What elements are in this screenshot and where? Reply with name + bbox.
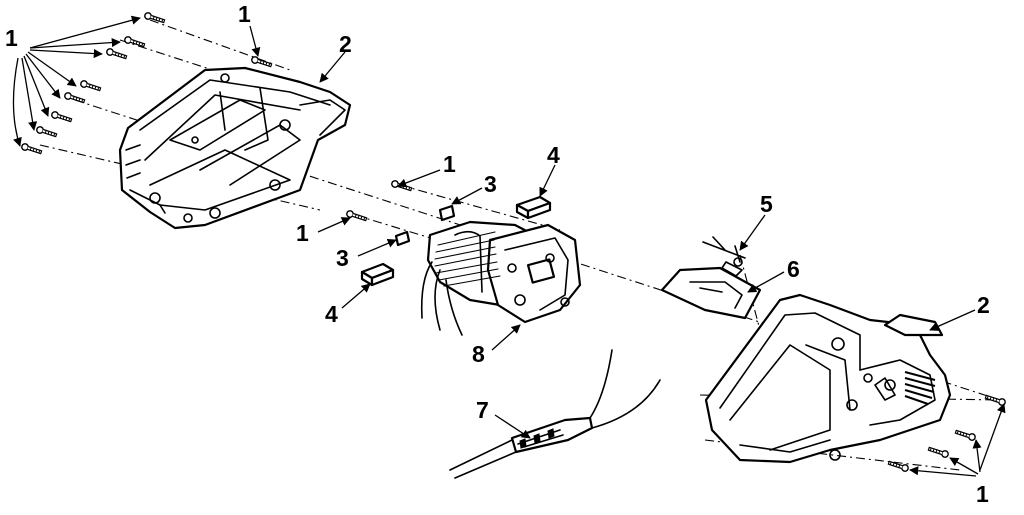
motor-assembly <box>420 220 582 336</box>
callout-2-left-housing: 2 <box>339 31 352 57</box>
callout-5-switch: 5 <box>760 191 773 217</box>
callout-4-upper-brush: 4 <box>547 142 560 168</box>
callout-8-motor: 8 <box>472 341 485 367</box>
callout-6-switch-plate: 6 <box>787 256 800 282</box>
callout-labels: 1 1 2 1 3 4 1 3 4 8 5 6 2 7 1 <box>5 1 990 507</box>
callout-1-motor-screw-upper: 1 <box>443 151 456 177</box>
callout-2-right-housing: 2 <box>977 292 990 318</box>
right-housing-half <box>704 293 952 464</box>
leader-lines <box>12 15 1006 477</box>
left-housing-half <box>118 66 352 230</box>
callout-1-motor-screw-lower: 1 <box>296 220 309 246</box>
callout-1-right-screws: 1 <box>976 481 989 507</box>
motor-screws <box>345 179 413 223</box>
callout-7-cord: 7 <box>476 397 489 423</box>
power-cord <box>449 349 661 479</box>
callout-1-left-screws: 1 <box>5 25 18 51</box>
carbon-brushes <box>360 195 552 287</box>
callout-3-lower-clip: 3 <box>336 245 349 271</box>
callout-3-upper-clip: 3 <box>484 171 497 197</box>
switch-plate <box>660 266 762 320</box>
callout-1-top-screw: 1 <box>238 1 251 27</box>
brush-clips <box>394 204 456 247</box>
callout-4-lower-brush: 4 <box>325 301 338 327</box>
